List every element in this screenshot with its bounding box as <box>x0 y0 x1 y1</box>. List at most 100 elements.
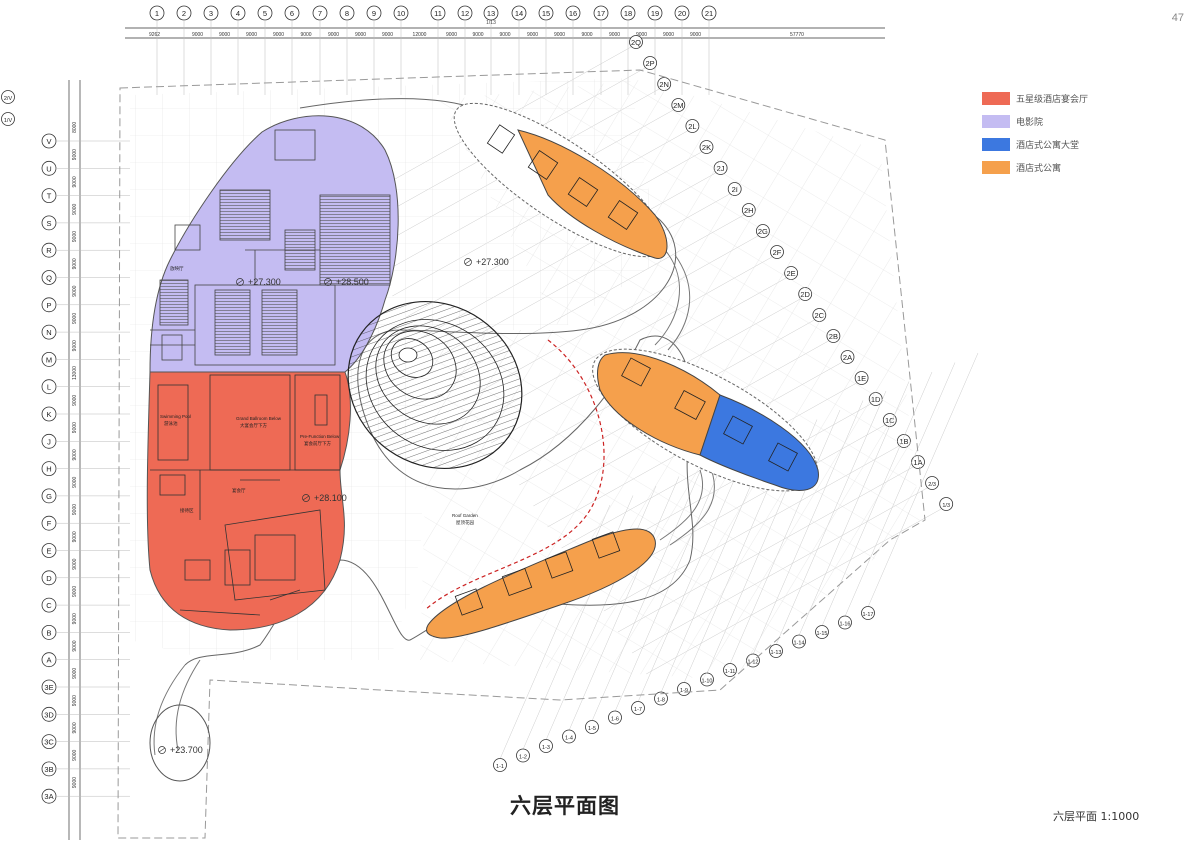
grid-bubble-7: 7 <box>312 5 328 21</box>
dim-left: 9000 <box>72 504 78 515</box>
grid-bubble-1: 1 <box>149 5 165 21</box>
dim-top: 9000 <box>273 32 284 38</box>
elevation-plaza: +23.700 <box>170 745 203 755</box>
dim-top: 9000 <box>663 32 674 38</box>
dim-top: 9262 <box>149 32 160 38</box>
grid-bubble-D: D <box>41 570 57 586</box>
svg-text:Q: Q <box>46 274 52 283</box>
grid-bubble-1-14: 1-14 <box>792 634 806 649</box>
grid-bubble-19: 19 <box>647 5 663 21</box>
apartment-tower-south <box>426 528 656 639</box>
grid-bubble-6: 6 <box>284 5 300 21</box>
dim-top: 9000 <box>690 32 701 38</box>
grid-bubble-L: L <box>41 379 57 395</box>
svg-text:3B: 3B <box>44 765 53 774</box>
grid-bubble-E: E <box>41 543 57 558</box>
svg-text:P: P <box>46 301 51 310</box>
svg-text:2/V: 2/V <box>4 96 13 102</box>
svg-text:14: 14 <box>515 9 523 18</box>
legend-item-apartment: 酒店式公寓 <box>982 157 1088 178</box>
svg-text:1-10: 1-10 <box>701 679 712 685</box>
grid-bubble-17: 17 <box>593 5 609 21</box>
grid-bubble-2-3: 2/3 <box>925 476 939 490</box>
podium-outline <box>184 98 694 666</box>
label-pre-function: Pre-Function Below <box>300 434 340 439</box>
svg-text:1-16: 1-16 <box>839 622 850 628</box>
grid-bubble-5: 5 <box>257 5 273 21</box>
legend-label-cinema: 电影院 <box>1016 118 1044 128</box>
svg-text:1-15: 1-15 <box>816 631 827 637</box>
cinema-interior <box>150 129 391 366</box>
legend-item-banquet: 五星级酒店宴会厅 <box>982 88 1088 109</box>
grid-bubble-Q: Q <box>41 270 57 285</box>
grid-bubble-3E: 3E <box>41 679 57 695</box>
legend-swatch-cinema <box>982 115 1010 128</box>
dim-top: 9000 <box>527 32 538 38</box>
svg-text:V: V <box>46 137 51 146</box>
svg-text:2N: 2N <box>659 80 669 89</box>
dim-left: 9000 <box>72 340 78 351</box>
svg-text:N: N <box>46 328 51 337</box>
label-swimming-pool: Swimming Pool <box>160 414 191 419</box>
label-pre-function-cn: 宴会前厅下方 <box>304 440 331 447</box>
dim-left: 9000 <box>72 695 78 706</box>
svg-text:12: 12 <box>461 9 469 18</box>
svg-text:J: J <box>47 437 51 446</box>
svg-text:1/3: 1/3 <box>942 503 950 509</box>
dim-top: 9000 <box>219 32 230 38</box>
legend-item-apartment-lobby: 酒店式公寓大堂 <box>982 134 1088 155</box>
svg-text:8: 8 <box>345 9 349 18</box>
svg-text:13: 13 <box>487 9 495 18</box>
grid-bubble-1-4: 1-4 <box>562 729 576 744</box>
grid-bubble-8: 8 <box>339 5 355 21</box>
label-grand-ballroom: Grand Ballroom Below <box>236 416 282 421</box>
legend-label-apartment-lobby: 酒店式公寓大堂 <box>1016 141 1080 151</box>
grid-bubble-13: 13 <box>483 5 499 21</box>
svg-text:3A: 3A <box>44 792 53 801</box>
svg-text:3C: 3C <box>44 738 54 747</box>
dim-top: 9000 <box>636 32 647 38</box>
svg-text:2Q: 2Q <box>631 38 641 47</box>
legend-label-apartment: 酒店式公寓 <box>1016 164 1062 174</box>
svg-text:F: F <box>47 519 52 528</box>
grid-bubble-1-5: 1-5 <box>585 720 599 734</box>
svg-text:1-14: 1-14 <box>793 641 804 647</box>
elevation-cinema-lower: +27.300 <box>248 277 281 287</box>
grid-bubble-J: J <box>41 433 57 449</box>
grid-bubble-3B: 3B <box>41 761 57 777</box>
grid-bubble-1-17: 1-17 <box>861 606 875 620</box>
svg-text:17: 17 <box>597 9 605 18</box>
grid-bubble-B: B <box>41 625 57 640</box>
grid-bubble-12: 12 <box>457 5 473 21</box>
svg-text:1-8: 1-8 <box>657 698 665 704</box>
svg-text:1-12: 1-12 <box>747 660 758 666</box>
svg-text:19: 19 <box>651 9 659 18</box>
dim-left: 9000 <box>72 777 78 788</box>
svg-text:1-4: 1-4 <box>565 736 573 742</box>
svg-text:11: 11 <box>434 9 442 18</box>
walkway-to-tower <box>654 249 691 351</box>
elevation-cinema-upper: +28.500 <box>336 277 369 287</box>
svg-text:2/3: 2/3 <box>928 482 936 488</box>
svg-text:1/V: 1/V <box>4 118 13 124</box>
dim-left: 9000 <box>72 558 78 569</box>
svg-text:21: 21 <box>705 9 713 18</box>
elevation-roof-garden: +27.300 <box>476 257 509 267</box>
grid-bubble-9: 9 <box>366 5 382 21</box>
svg-text:7: 7 <box>318 9 322 18</box>
grid-bubble-C: C <box>41 597 57 613</box>
svg-text:S: S <box>46 219 51 228</box>
grid-bubble-1-3: 1/3 <box>939 497 954 511</box>
dim-top: 9000 <box>609 32 620 38</box>
label-reception: 接待区 <box>180 507 194 514</box>
grid-bubble-P: P <box>41 297 57 313</box>
grid-bubble-4: 4 <box>230 5 246 21</box>
grid-bubble-16: 16 <box>565 5 581 21</box>
svg-text:T: T <box>47 192 52 201</box>
label-swimming-pool-cn: 游泳池 <box>164 420 178 427</box>
grid-bubble-1-8: 1-8 <box>654 691 668 706</box>
label-roof-garden: Roof Garden <box>452 513 478 518</box>
dim-top: 9000 <box>192 32 203 38</box>
svg-text:9: 9 <box>372 9 376 18</box>
